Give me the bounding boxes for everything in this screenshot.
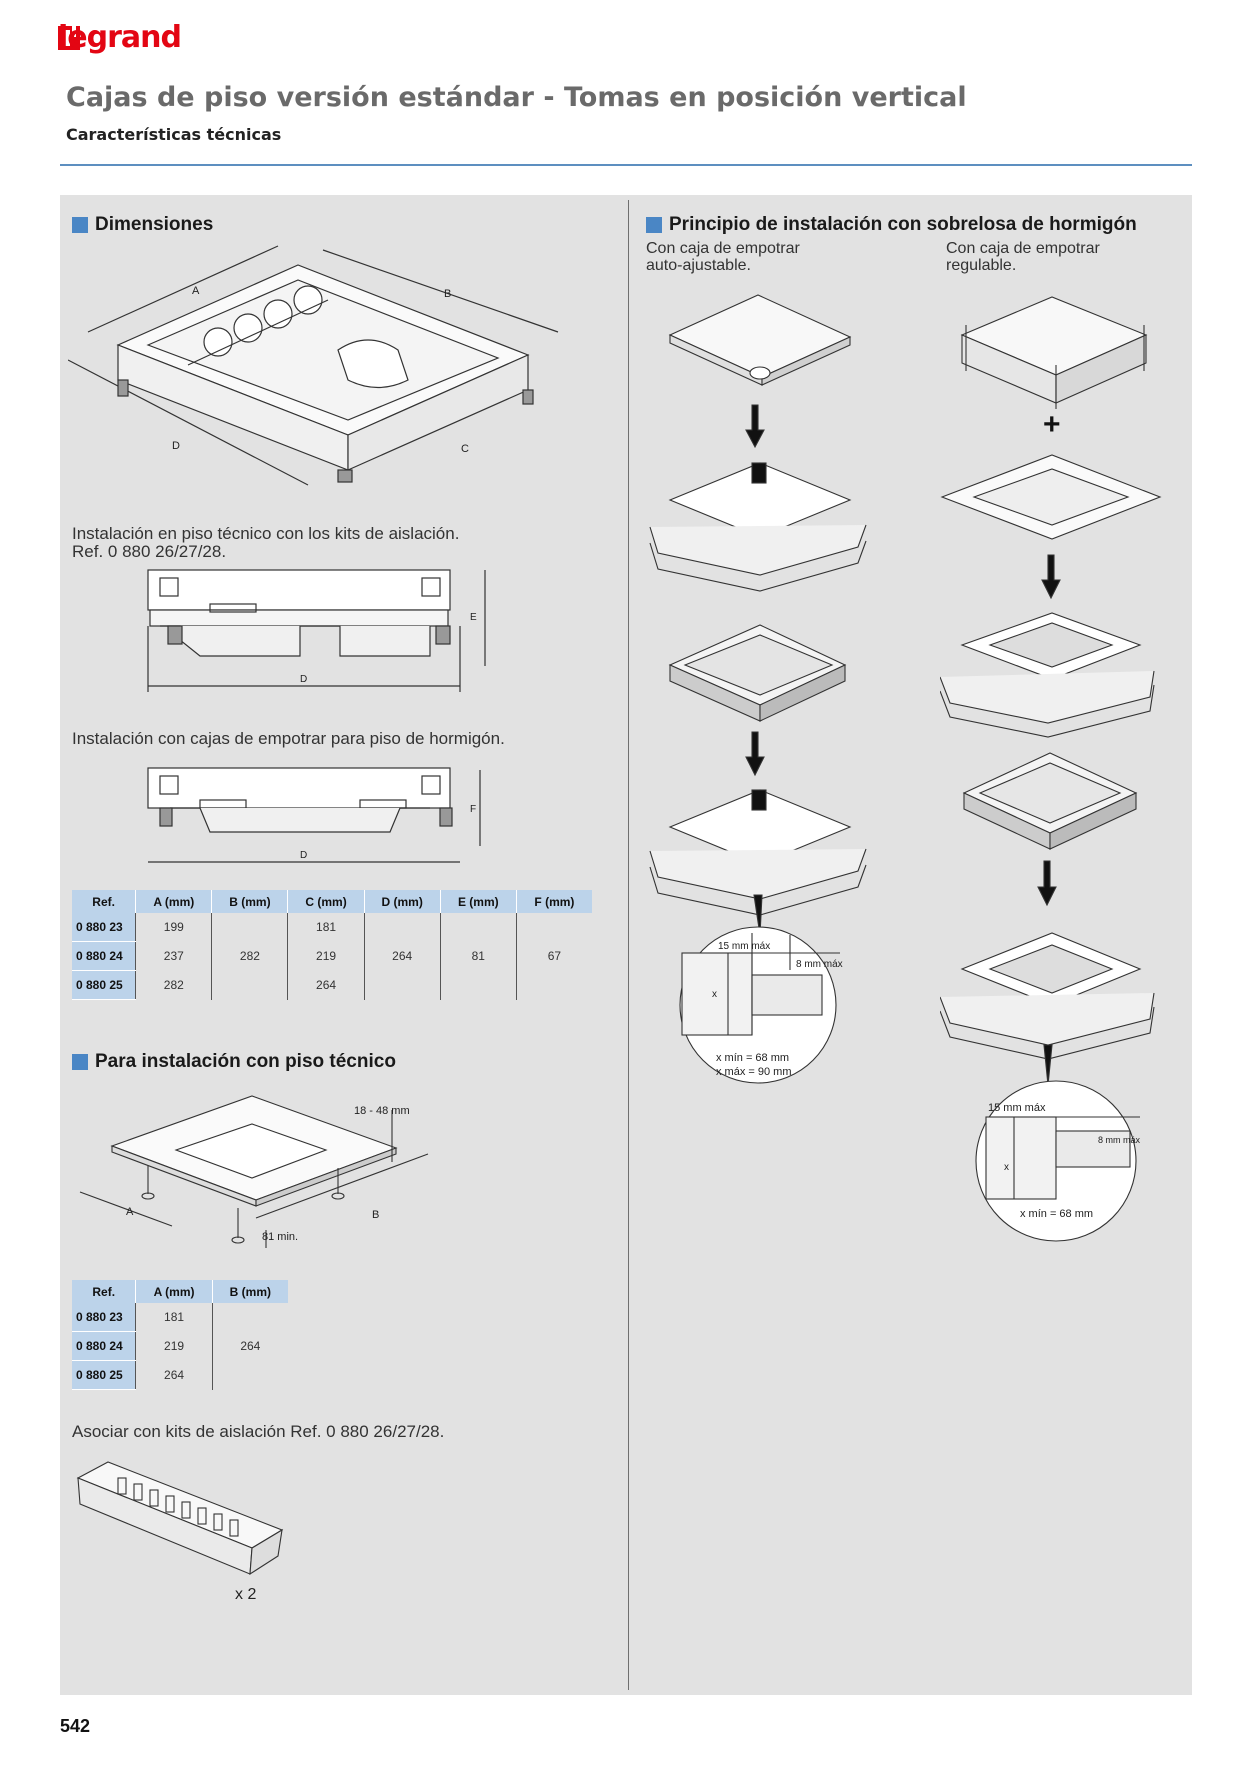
detail2-label-8mm: 8 mm máx — [1098, 1135, 1141, 1145]
page-title: Cajas de piso versión estándar - Tomas e… — [66, 82, 967, 113]
dim-label-c: C — [461, 443, 469, 455]
col1-caption-1: Con caja de empotrar — [646, 240, 800, 257]
f-cell: 67 — [547, 949, 562, 964]
section-piso-tecnico: Para instalación con piso técnico — [72, 1051, 396, 1073]
table-header-f: F (mm) — [516, 890, 592, 913]
legrand-logo: legrand — [58, 23, 182, 53]
a-cell: 282 — [135, 970, 213, 1000]
caption-asociar: Asociar con kits de aislación Ref. 0 880… — [72, 1422, 445, 1441]
side2-label-f: F — [470, 804, 476, 815]
side-view-concrete-floor-drawing: F D — [147, 767, 481, 863]
section-dimensiones: Dimensiones — [72, 214, 213, 236]
ref-cell: 0 880 25 — [72, 1360, 137, 1390]
install-sequence-autoadjustable: 15 mm máx 8 mm máx x x mín = 68 mm x máx… — [649, 294, 867, 1084]
table-header-a: A (mm) — [135, 890, 213, 913]
dimensions-table: Ref. A (mm) B (mm) C (mm) D (mm) E (mm) … — [72, 890, 592, 1000]
a-cell: 264 — [135, 1360, 213, 1390]
ref-cell: 0 880 24 — [72, 941, 137, 971]
table-header-ref: Ref. — [72, 1280, 137, 1303]
table-row: 0 880 23 181 264 — [72, 1303, 288, 1353]
side1-label-d: D — [300, 674, 307, 685]
table-header-row: Ref. A (mm) B (mm) C (mm) D (mm) E (mm) … — [72, 890, 592, 913]
a-cell: 199 — [135, 913, 213, 942]
header-rule — [60, 164, 1192, 166]
brand-name: legrand — [58, 20, 182, 55]
dim-label-a: A — [192, 285, 200, 297]
side-view-raised-floor-drawing: E D — [147, 569, 486, 692]
table-header-d: D (mm) — [364, 890, 441, 913]
floor-label-min: 81 min. — [262, 1231, 298, 1243]
insulation-kit-drawing: x 2 — [76, 1461, 284, 1603]
detail1-label-15mm: 15 mm máx — [718, 941, 770, 952]
b-cell: 282 — [211, 913, 289, 1000]
c-cell: 219 — [287, 941, 365, 971]
raised-floor-drawing: 18 - 48 mm A B 81 min. — [79, 1095, 429, 1248]
a-cell: 237 — [135, 941, 213, 971]
c-cell: 181 — [287, 913, 365, 942]
table-header-ref: Ref. — [72, 890, 137, 913]
table-row: 0 880 25 264 — [72, 1360, 288, 1390]
detail1-label-xmin: x mín = 68 mm — [716, 1052, 789, 1064]
ref-cell: 0 880 25 — [72, 970, 137, 1000]
section-marker — [646, 217, 662, 233]
plus-symbol: + — [1043, 408, 1061, 441]
side2-label-d: D — [300, 850, 307, 861]
table-header-row: Ref. A (mm) B (mm) — [72, 1280, 288, 1303]
section-dimensiones-title: Dimensiones — [95, 214, 214, 235]
caption-piso-tecnico-1: Instalación en piso técnico con los kits… — [72, 524, 460, 543]
col2-caption-2: regulable. — [946, 257, 1017, 274]
floor-label-a: A — [126, 1206, 134, 1218]
ref-cell: 0 880 24 — [72, 1331, 137, 1361]
install-sequence-regulable: 15 mm máx 8 mm máx x x mín = 68 mm — [940, 296, 1162, 1242]
table-header-e: E (mm) — [440, 890, 517, 913]
page-number: 542 — [60, 1716, 91, 1736]
e-cell: 81 — [440, 913, 517, 1000]
a-cell: 181 — [135, 1303, 213, 1332]
table-header-c: C (mm) — [287, 890, 365, 913]
a-cell: 219 — [135, 1331, 213, 1361]
detail2-label-15mm: 15 mm máx — [988, 1102, 1046, 1114]
caption-piso-tecnico-2: Ref. 0 880 26/27/28. — [72, 542, 227, 561]
detail1-label-x: x — [712, 989, 717, 1000]
side1-label-e: E — [470, 612, 477, 623]
caption-hormigon: Instalación con cajas de empotrar para p… — [72, 729, 505, 748]
ref-cell: 0 880 23 — [72, 1303, 137, 1332]
section-instalacion-sobrelosa: Principio de instalación con sobrelosa d… — [646, 214, 1137, 236]
page-subtitle: Características técnicas — [66, 125, 282, 144]
column-divider — [628, 200, 629, 1690]
table-header-b: B (mm) — [212, 1280, 288, 1303]
floor-table: Ref. A (mm) B (mm) 0 880 23 181 264 0 88… — [72, 1280, 288, 1390]
kit-quantity: x 2 — [235, 1586, 256, 1603]
table-header-b: B (mm) — [211, 890, 289, 913]
section-piso-tecnico-title: Para instalación con piso técnico — [95, 1051, 396, 1072]
table-header-a: A (mm) — [135, 1280, 213, 1303]
col2-caption-1: Con caja de empotrar — [946, 240, 1100, 257]
section-instalacion-sobrelosa-title: Principio de instalación con sobrelosa d… — [669, 214, 1137, 235]
table-row: 0 880 23 199 282 181 264 81 67 — [72, 913, 592, 1000]
detail2-label-xmin: x mín = 68 mm — [1020, 1208, 1093, 1220]
detail1-label-xmax: x máx = 90 mm — [716, 1066, 792, 1078]
c-cell: 264 — [287, 970, 365, 1000]
ref-cell: 0 880 23 — [72, 913, 137, 942]
floor-label-b: B — [372, 1209, 379, 1221]
floor-label-height: 18 - 48 mm — [354, 1105, 410, 1117]
table-row: 0 880 24 237 219 — [72, 941, 592, 971]
detail1-label-8mm: 8 mm máx — [796, 959, 843, 970]
table-row: 0 880 24 219 — [72, 1331, 288, 1361]
legrand-logo-mark — [58, 26, 82, 50]
dim-label-d: D — [172, 440, 180, 452]
floor-box-isometric-drawing: A B C D — [68, 245, 559, 486]
table-row: 0 880 25 282 264 — [72, 970, 592, 1000]
detail2-label-x: x — [1004, 1162, 1009, 1173]
b-cell: 264 — [240, 1339, 261, 1354]
d-cell: 264 — [364, 913, 441, 1000]
section-marker — [72, 217, 88, 233]
col1-caption-2: auto-ajustable. — [646, 257, 751, 274]
section-marker — [72, 1054, 88, 1070]
dim-label-b: B — [444, 288, 451, 300]
